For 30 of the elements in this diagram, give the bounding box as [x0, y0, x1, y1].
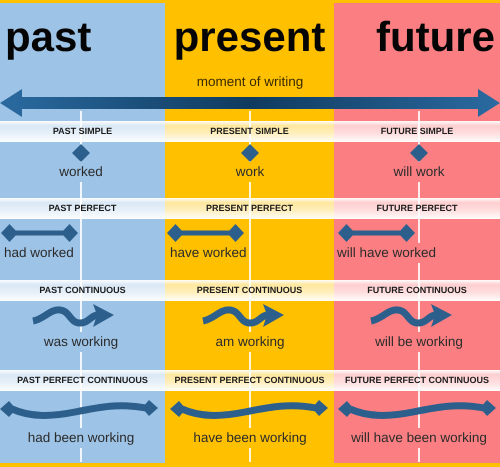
tense-heading-band: FUTURE PERFECT CONTINUOUS — [334, 370, 500, 391]
tense-heading-band: PRESENT PERFECT CONTINUOUS — [165, 370, 334, 391]
tense-heading-band: FUTURE CONTINUOUS — [334, 280, 500, 301]
verb-form-text: had been working — [28, 430, 134, 446]
verb-form-text: had worked — [4, 245, 74, 261]
tense-column-panel — [0, 3, 165, 463]
tense-heading-band: PAST PERFECT — [0, 198, 165, 219]
column-heading: present — [174, 16, 326, 58]
tense-heading-band: PRESENT PERFECT — [165, 198, 334, 219]
verb-form-text: will have been working — [351, 430, 487, 446]
column-heading: future — [376, 16, 495, 58]
verb-form-text: have been working — [193, 430, 307, 446]
tense-heading-band: PAST PERFECT CONTINUOUS — [0, 370, 165, 391]
tense-heading-band: PRESENT CONTINUOUS — [165, 280, 334, 301]
column-heading: past — [5, 16, 92, 58]
tense-heading-band: FUTURE SIMPLE — [334, 121, 500, 142]
tense-heading-band: PAST SIMPLE — [0, 121, 165, 142]
verb-form-text: will have worked — [337, 245, 436, 261]
verb-form-text: work — [236, 164, 264, 180]
tense-heading-band: PRESENT SIMPLE — [165, 121, 334, 142]
tense-column-panel — [334, 3, 500, 463]
verb-form-text: was working — [44, 334, 118, 350]
verb-form-text: have worked — [170, 245, 247, 261]
verb-form-text: am working — [215, 334, 285, 350]
verb-form-text: worked — [59, 164, 103, 180]
timeline-caption: moment of writing — [196, 74, 304, 90]
verb-form-text: will be working — [375, 334, 463, 350]
verb-form-text: will work — [394, 164, 444, 180]
tense-heading-band: FUTURE PERFECT — [334, 198, 500, 219]
tense-heading-band: PAST CONTINUOUS — [0, 280, 165, 301]
